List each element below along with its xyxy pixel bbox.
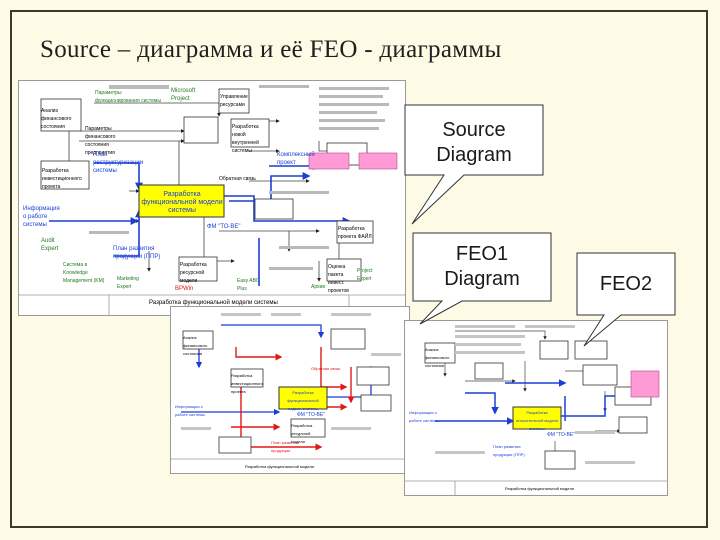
slide-frame [10, 10, 708, 528]
feo2-footer: Разработка функциональной модели [505, 486, 574, 491]
feo2-callout-line1: FEO2 [599, 273, 653, 295]
source-box-6: Разработка ресурсной модели [180, 262, 207, 284]
feo1-box-3: Разработка ресурсной модели [291, 423, 313, 444]
source-label-marketing: Marketing Expert [117, 276, 139, 290]
feo1-label-ppr: План развития продукции [271, 440, 299, 453]
feo2-label-fm: ФМ "ТО-ВЕ" [547, 432, 575, 438]
source-callout-line1: Source [442, 119, 506, 141]
feo1-label-info: Информация о работе системы [175, 404, 205, 417]
feo1-box-4: Разработка инвестиционного проекта [231, 373, 263, 394]
source-label-ppr: План развития продукции (ППР) [113, 246, 161, 260]
source-label-audit: Audit Expert [41, 238, 59, 252]
source-label-fm: ФМ "ТО-ВЕ" [207, 224, 241, 230]
source-main-box: Разработка функциональной модели системы [141, 191, 223, 214]
feo1-callout-shape [412, 232, 552, 325]
source-label-projectexpert: Project Expert [357, 268, 373, 282]
feo1-main-box: Разработка функциональной модели системы [287, 390, 319, 411]
feo2-callout-shape [576, 252, 676, 347]
source-callout-line2: Diagram [436, 144, 512, 166]
feo2-label-ppr: План развития продукции (ППР) [493, 444, 525, 457]
source-label-easyabc: Easy ABC Plus [237, 278, 260, 292]
source-label-params: Параметры функционирования системы [95, 90, 161, 104]
source-box-5: Разработка новой внутренней системы [232, 124, 259, 154]
source-box-7: Оценка пакета инвест. проектов [328, 264, 349, 294]
feo1-callout-line1: FEO1 [455, 243, 509, 265]
source-callout: Source Diagram [404, 104, 544, 225]
source-label-bpwin: BPWin [175, 286, 194, 292]
feo2-callout: FEO2 [576, 252, 676, 347]
source-label-complex: Комплексный проект [277, 152, 315, 166]
source-label-fin-state: Параметры финансового состояния предприя… [85, 126, 116, 156]
source-callout-shape [404, 104, 544, 225]
source-label-feedback: Обратная связь [219, 176, 256, 182]
source-diagram: Анализ финансового состояния Разработка … [18, 80, 406, 316]
slide-title: Source – диаграмма и её FEO - диаграммы [40, 36, 502, 63]
feo1-box-1: Анализ финансового состояния [183, 335, 208, 356]
source-label-km: Система в Knowledge Management (KM) [63, 262, 105, 284]
feo2-label-info: Информация о работе системы [409, 410, 439, 423]
feo1-diagram: Анализ финансового состояния Разработка … [170, 306, 410, 474]
source-box-4: Управление ресурсами [220, 94, 248, 108]
feo1-diagram-drawing [171, 313, 409, 460]
source-label-msproject: Microsoft Project [171, 88, 196, 102]
feo1-callout: FEO1 Diagram [412, 232, 552, 325]
source-label-archive: Архив [311, 284, 326, 290]
feo2-main-box: Разработка относительной модели системы [515, 410, 559, 431]
source-box-2: Разработка инвестиционного проекта [42, 168, 82, 190]
source-footer: Разработка функциональной модели системы [149, 300, 278, 306]
source-label-info: Информация о работе системы [23, 206, 60, 228]
source-box-8: Разработка проекта ФАЙЛ [338, 226, 372, 240]
feo2-diagram-drawing [405, 325, 667, 495]
source-label-plan: План реструктуризации системы [93, 152, 144, 174]
feo1-footer: Разработка функциональной модели [245, 464, 314, 469]
feo1-label-fm: ФМ "ТО-ВЕ" [297, 412, 325, 418]
feo2-box-2: Анализ финансового состояния [425, 347, 450, 368]
feo1-callout-line2: Diagram [444, 268, 520, 290]
feo1-label-feedback: Обратная связь [311, 366, 341, 371]
source-box-1: Анализ финансового состояния [41, 108, 72, 130]
source-diagram-drawing [19, 85, 405, 315]
feo2-diagram: Разработка относительной модели системы … [404, 320, 668, 496]
